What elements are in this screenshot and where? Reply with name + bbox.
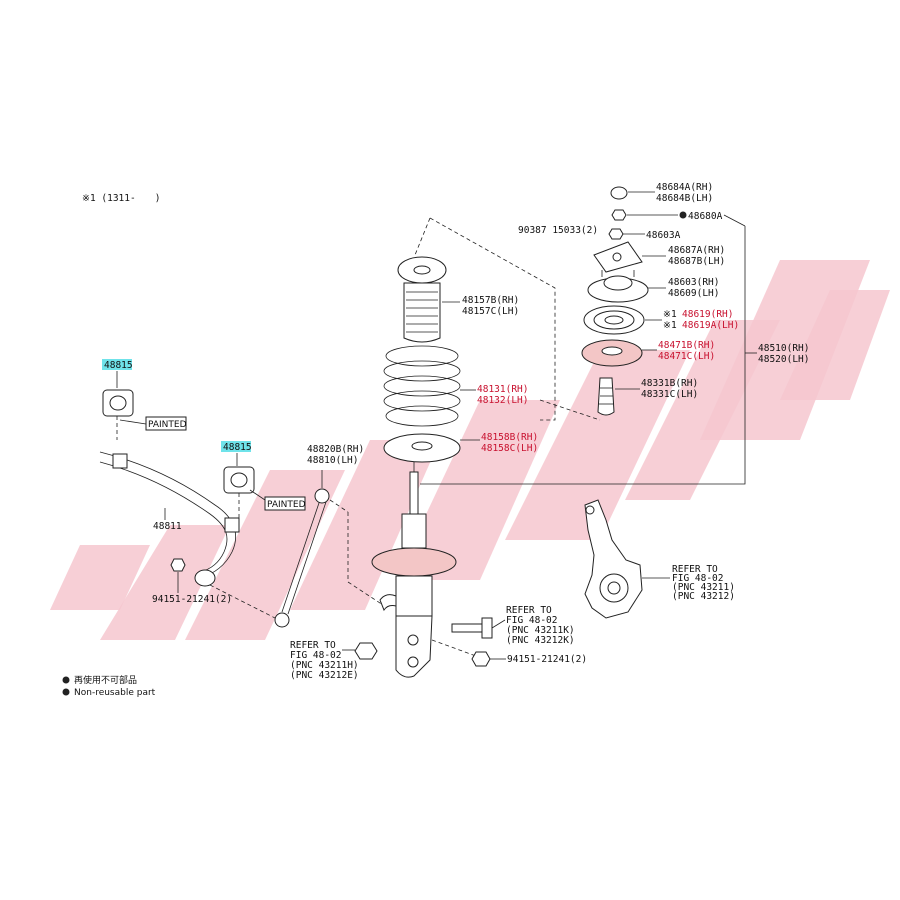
label-bound-stopper-lh[interactable]: 48331C(LH) xyxy=(641,389,698,400)
legend-line-1: 再使用不可部品 xyxy=(74,674,137,686)
refer-nut-icon[interactable] xyxy=(354,642,378,660)
refer-bolt-line-1: REFER TO xyxy=(506,605,552,616)
label-nut-48680a[interactable]: 48680A xyxy=(688,211,723,222)
refer-knuckle-line-3: (PNC 43211) xyxy=(672,582,735,593)
nut-48680a-icon[interactable] xyxy=(611,209,627,221)
label-bearing-lh[interactable]: 48619A(LH) xyxy=(682,320,739,331)
highlight-48815-2 xyxy=(221,441,251,452)
label-nut-left[interactable]: 94151-21241(2) xyxy=(152,594,232,605)
refer-knuckle-line-4: (PNC 43212) xyxy=(672,591,735,602)
label-spring-rh[interactable]: 48131(RH) xyxy=(477,384,528,395)
label-upper-seat-rh[interactable]: 48471B(RH) xyxy=(658,340,715,351)
refer-nut-line-2: FIG 48-02 xyxy=(290,650,341,661)
steering-knuckle[interactable] xyxy=(584,499,643,619)
nut-left-icon[interactable] xyxy=(170,558,186,572)
label-boot-rh[interactable]: 48157B(RH) xyxy=(462,295,519,306)
label-support-rh[interactable]: 48603(RH) xyxy=(668,277,719,288)
legend-line-2: Non-reusable part xyxy=(74,688,156,698)
mark-bearing-rh: ※1 xyxy=(663,309,677,320)
shock-absorber[interactable] xyxy=(371,471,457,678)
nut-48603a-icon[interactable] xyxy=(608,228,624,240)
label-nut-right[interactable]: 94151-21241(2) xyxy=(507,654,587,665)
lower-insulator[interactable] xyxy=(383,433,461,463)
refer-bolt-line-3: (PNC 43211K) xyxy=(506,625,575,636)
upper-support[interactable] xyxy=(587,270,649,303)
label-plate-rh[interactable]: 48687A(RH) xyxy=(668,245,725,256)
label-stabilizer-bar[interactable]: 48811 xyxy=(153,521,182,532)
non-reusable-dot-icon xyxy=(679,211,687,219)
nut-right-icon[interactable] xyxy=(471,651,491,667)
painted-box-1 xyxy=(145,416,187,431)
label-upper-seat-lh[interactable]: 48471C(LH) xyxy=(658,351,715,362)
label-nut-48603a[interactable]: 48603A xyxy=(646,230,681,241)
label-link-lh[interactable]: 48810(LH) xyxy=(307,455,358,466)
dust-boot[interactable] xyxy=(397,256,447,343)
stabilizer-link[interactable] xyxy=(274,488,330,628)
refer-knuckle-line-2: FIG 48-02 xyxy=(672,573,723,584)
label-painted-1: PAINTED xyxy=(148,420,187,430)
label-lower-ins-lh[interactable]: 48158C(LH) xyxy=(481,443,538,454)
refer-nut-line-4: (PNC 43212E) xyxy=(290,670,359,681)
mark-bearing-lh: ※1 xyxy=(663,320,677,331)
label-link-rh[interactable]: 48820B(RH) xyxy=(307,444,364,455)
label-lower-ins-rh[interactable]: 48158B(RH) xyxy=(481,432,538,443)
refer-bolt-line-4: (PNC 43212K) xyxy=(506,635,575,646)
label-cap-rh[interactable]: 48684A(RH) xyxy=(656,182,713,193)
label-bolt-code[interactable]: 90387 15033(2) xyxy=(518,225,598,236)
label-cap-lh[interactable]: 48684B(LH) xyxy=(656,193,713,204)
label-strut-rh[interactable]: 48510(RH) xyxy=(758,343,809,354)
coil-spring[interactable] xyxy=(383,345,461,427)
legend-dot-icon-2 xyxy=(62,688,70,696)
label-bushing-1[interactable]: 48815 xyxy=(104,360,133,371)
stabilizer-bar[interactable] xyxy=(99,451,240,579)
refer-knuckle-line-1: REFER TO xyxy=(672,564,718,575)
label-bushing-2[interactable]: 48815 xyxy=(223,442,252,453)
label-boot-lh[interactable]: 48157C(LH) xyxy=(462,306,519,317)
legend-dot-icon-1 xyxy=(62,676,70,684)
label-support-lh[interactable]: 48609(LH) xyxy=(668,288,719,299)
label-plate-lh[interactable]: 48687B(LH) xyxy=(668,256,725,267)
label-strut-lh[interactable]: 48520(LH) xyxy=(758,354,809,365)
highlight-48815-1 xyxy=(102,359,132,370)
knuckle-bolt[interactable] xyxy=(451,617,493,639)
bound-stopper[interactable] xyxy=(597,377,615,416)
mount-bearing[interactable] xyxy=(583,305,645,335)
refer-nut-line-3: (PNC 43211H) xyxy=(290,660,359,671)
label-bearing-rh[interactable]: 48619(RH) xyxy=(682,309,733,320)
bar-end-joint xyxy=(194,569,216,587)
top-note: ※1 (1311- ) xyxy=(82,193,160,204)
label-painted-2: PAINTED xyxy=(267,500,306,510)
painted-box-2 xyxy=(264,496,306,511)
refer-nut-line-1: REFER TO xyxy=(290,640,336,651)
label-spring-lh[interactable]: 48132(LH) xyxy=(477,395,528,406)
upper-spring-seat[interactable] xyxy=(581,339,643,367)
watermark-logo xyxy=(50,260,890,640)
cap-icon[interactable] xyxy=(610,186,628,200)
stabilizer-bushing-2[interactable] xyxy=(223,466,255,494)
refer-bolt-line-2: FIG 48-02 xyxy=(506,615,557,626)
mount-plate[interactable] xyxy=(593,241,643,273)
label-bound-stopper-rh[interactable]: 48331B(RH) xyxy=(641,378,698,389)
stabilizer-bushing-1[interactable] xyxy=(102,389,134,417)
